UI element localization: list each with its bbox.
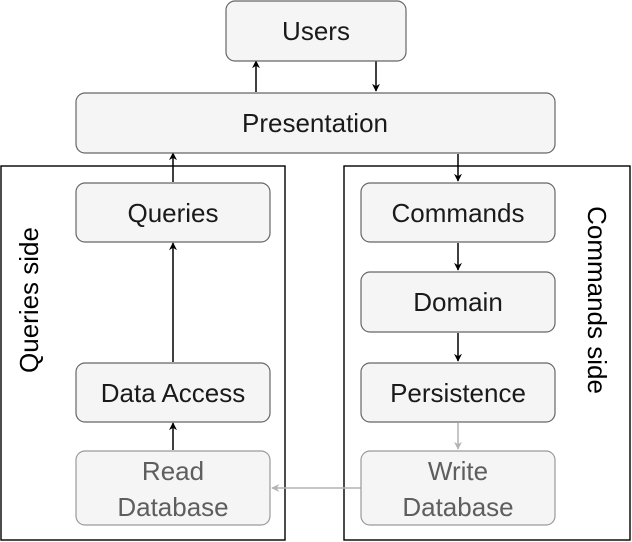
- node-presentation: Presentation: [75, 92, 556, 154]
- node-write-database-label-line-2: Database: [402, 492, 513, 522]
- node-read-database-label-line-2: Database: [117, 492, 228, 522]
- node-write-database-label-line-1: Write: [428, 456, 488, 486]
- commands-side-region: Commands side: [343, 165, 631, 541]
- node-persistence: Persistence: [360, 362, 556, 423]
- node-persistence-label: Persistence: [390, 378, 526, 408]
- node-presentation-label: Presentation: [242, 108, 388, 138]
- node-commands-label: Commands: [392, 198, 525, 228]
- queries-side-label: Queries side: [14, 227, 44, 373]
- node-read-database-label-line-1: Read: [142, 456, 204, 486]
- node-queries: Queries: [75, 182, 271, 243]
- node-data-access-label: Data Access: [101, 378, 246, 408]
- node-commands: Commands: [360, 182, 556, 243]
- node-users-label: Users: [282, 16, 350, 46]
- queries-side-region: Queries side: [0, 165, 286, 541]
- commands-side-label: Commands side: [582, 206, 612, 394]
- node-domain-label: Domain: [413, 287, 503, 317]
- node-queries-label: Queries: [127, 198, 218, 228]
- node-write-database: Write Database: [360, 450, 556, 526]
- node-data-access: Data Access: [75, 362, 271, 423]
- node-users: Users: [225, 0, 407, 62]
- node-read-database: Read Database: [75, 450, 271, 526]
- node-domain: Domain: [360, 271, 556, 333]
